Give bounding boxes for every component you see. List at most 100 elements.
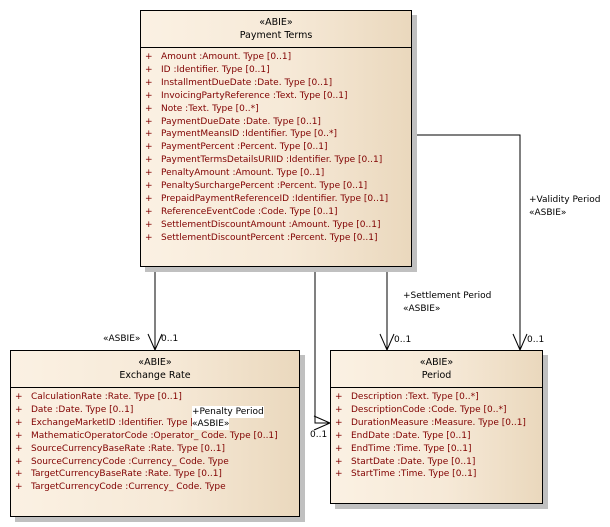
attribute-row[interactable]: + PenaltySurchargePercent :Percent. Type … [145,180,411,193]
attribute-text: CalculationRate :Rate. Type [0..1] [31,392,182,402]
public-visibility-icon: + [145,103,153,114]
public-visibility-icon: + [145,181,153,192]
public-visibility-icon: + [335,392,343,402]
attribute-row[interactable]: +TargetCurrencyBaseRate :Rate. Type [0..… [15,468,299,481]
attribute-list: + CalculationRate :Rate. Type [0..1] + Date… [11,388,299,494]
public-visibility-icon: + [145,64,153,75]
attribute-row[interactable]: + StartDate :Date. Type [0..1] [335,456,542,469]
attribute-row[interactable]: +InvoicingPartyReference :Text. Type [0.… [145,90,411,103]
exchange-rate-multiplicity: 0..1 [161,334,179,344]
attribute-row[interactable]: +TargetCurrencyCode :Currency_ Code. Typ… [15,481,299,494]
attribute-row[interactable]: +SettlementDiscountAmount :Amount. Type … [145,219,411,232]
penalty-period-association[interactable] [313,266,332,431]
class-header: «ABIE» Exchange Rate [11,351,299,388]
attribute-row[interactable]: + Note :Text. Type [0..*] [145,103,411,116]
public-visibility-icon: + [145,90,153,101]
attribute-text: SourceCurrencyCode :Currency_ Code. Type [31,456,229,467]
attribute-text: SettlementDiscountAmount :Amount. Type [… [161,219,381,230]
attribute-row[interactable]: + InstallmentDueDate :Date. Type [0..1] [145,77,411,90]
exchange-rate-association[interactable] [147,266,163,352]
attribute-row[interactable]: +PaymentTermsDetailsURIID :Identifier. T… [145,154,411,167]
attribute-row[interactable]: +Amount :Amount. Type [0..1] [145,51,411,64]
attribute-text: PaymentPercent :Percent. Type [0..1] [161,142,328,153]
attribute-row[interactable]: + CalculationRate :Rate. Type [0..1] [15,391,299,404]
validity-period-role-label: +Validity Period [529,195,601,205]
class-stereotype: «ABIE» [259,17,293,28]
attribute-text: PenaltySurchargePercent :Percent. Type [… [161,181,368,192]
class-name: Exchange Rate [119,370,191,381]
class-stereotype: «ABIE» [419,357,454,368]
attribute-row[interactable]: + PaymentMeansID :Identifier. Type [0..*] [145,128,411,141]
class-exchange-rate[interactable]: «ABIE» Exchange Rate + CalculationRate :R… [10,350,300,517]
attribute-text: StartTime :Time. Type [0..1] [351,469,477,480]
attribute-row[interactable]: +Description :Text. Type [0..*] [335,391,542,404]
public-visibility-icon: + [145,168,153,179]
attribute-text: EndDate :Date. Type [0..1] [351,430,471,441]
attribute-text: Note :Text. Type [0..*] [161,103,259,114]
class-name: Period [421,370,452,381]
validity-period-stereotype-label: «ASBIE» [529,208,567,218]
attribute-text: Amount :Amount. Type [0..1] [161,52,292,62]
attribute-text: TargetCurrencyBaseRate :Rate. Type [0..1… [31,469,222,480]
attribute-text: EndTime :Time. Type [0..1] [351,443,472,454]
attribute-text: PaymentDueDate :Date. Type [0..1] [161,116,321,127]
public-visibility-icon: + [335,456,343,467]
class-name: Payment Terms [239,30,313,41]
public-visibility-icon: + [145,77,153,88]
attribute-text: Date :Date. Type [0..1] [31,404,134,415]
public-visibility-icon: + [335,417,343,428]
attribute-row[interactable]: + EndDate :Date. Type [0..1] [335,430,542,443]
class-header: «ABIE» Payment Terms [141,11,411,48]
attribute-text: MathematicOperatorCode :Operator_ Code. … [31,430,278,441]
public-visibility-icon: + [145,116,153,127]
public-visibility-icon: + [15,443,23,454]
exchange-rate-stereotype-label: «ASBIE» [103,334,141,344]
attribute-row[interactable]: + ExchangeMarketID :Identifier. Type [0..… [15,417,299,430]
public-visibility-icon: + [15,417,23,428]
attribute-list: +Amount :Amount. Type [0..1]+ID :Identif… [141,48,411,245]
attribute-text: PaymentMeansID :Identifier. Type [0..*] [161,129,338,140]
public-visibility-icon: + [15,404,23,415]
penalty-period-role-label: +Penalty Period [192,406,264,418]
public-visibility-icon: + [145,193,153,204]
public-visibility-icon: + [335,443,343,454]
attribute-row[interactable]: +ReferenceEventCode :Code. Type [0..1] [145,206,411,219]
attribute-row[interactable]: + EndTime :Time. Type [0..1] [335,443,542,456]
public-visibility-icon: + [145,142,153,153]
attribute-text: InstallmentDueDate :Date. Type [0..1] [161,77,333,88]
class-payment-terms[interactable]: «ABIE» Payment Terms +Amount :Amount. Ty… [140,10,412,267]
class-stereotype: «ABIE» [138,357,172,368]
public-visibility-icon: + [15,456,23,467]
public-visibility-icon: + [15,392,23,402]
attribute-row[interactable]: + PenaltyAmount :Amount. Type [0..1] [145,167,411,180]
attribute-text: ExchangeMarketID :Identifier. Type [0..1… [31,417,215,428]
public-visibility-icon: + [335,469,343,480]
attribute-text: SourceCurrencyBaseRate :Rate. Type [0..1… [31,443,225,454]
attribute-text: SettlementDiscountPercent :Percent. Type… [161,232,378,243]
attribute-row[interactable]: + Date :Date. Type [0..1] [15,404,299,417]
attribute-row[interactable]: +SettlementDiscountPercent :Percent. Typ… [145,232,411,245]
public-visibility-icon: + [335,430,343,441]
public-visibility-icon: + [15,430,23,441]
attribute-row[interactable]: +PrepaidPaymentReferenceID :Identifier. … [145,193,411,206]
attribute-row[interactable]: +ID :Identifier. Type [0..1] [145,64,411,77]
attribute-row[interactable]: +DescriptionCode :Code. Type [0..*] [335,404,542,417]
attribute-row[interactable]: + SourceCurrencyCode :Currency_ Code. Typ… [15,456,299,469]
attribute-text: DurationMeasure :Measure. Type [0..1] [351,417,526,428]
validity-period-association[interactable] [411,134,528,352]
attribute-row[interactable]: + DurationMeasure :Measure. Type [0..1] [335,417,542,430]
class-period[interactable]: «ABIE» Period +Description :Text. Type [… [330,350,543,504]
attribute-row[interactable]: + SourceCurrencyBaseRate :Rate. Type [0..… [15,443,299,456]
attribute-row[interactable]: + MathematicOperatorCode :Operator_ Code.… [15,430,299,443]
attribute-row[interactable]: + StartTime :Time. Type [0..1] [335,468,542,481]
attribute-row[interactable]: + PaymentPercent :Percent. Type [0..1] [145,141,411,154]
attribute-text: DescriptionCode :Code. Type [0..*] [351,404,507,415]
attribute-row[interactable]: + PaymentDueDate :Date. Type [0..1] [145,116,411,129]
attribute-text: PenaltyAmount :Amount. Type [0..1] [161,168,325,179]
attribute-text: StartDate :Date. Type [0..1] [351,456,476,467]
attribute-list: +Description :Text. Type [0..*]+Descript… [331,388,542,481]
attribute-text: TargetCurrencyCode :Currency_ Code. Type [31,482,226,493]
public-visibility-icon: + [145,129,153,140]
penalty-period-stereotype-label: «ASBIE» [192,418,230,430]
settlement-period-association[interactable] [379,266,395,352]
